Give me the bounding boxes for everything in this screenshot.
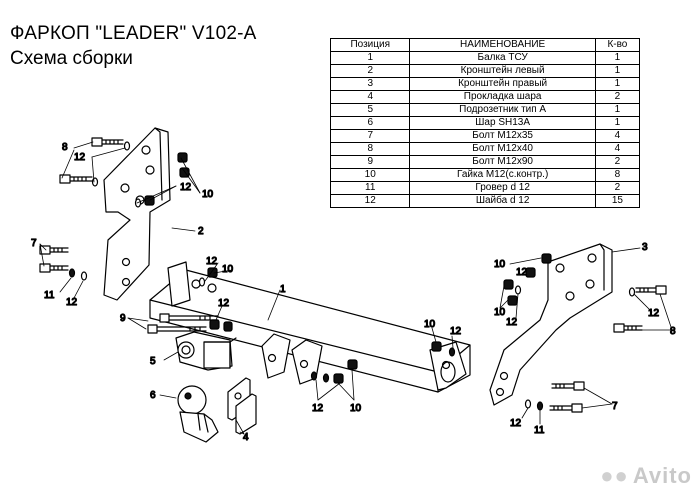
bolt-9-upper: [159, 313, 219, 323]
right-bracket: [489, 243, 613, 406]
washer-upper: [123, 141, 131, 151]
washer-right-lower: [524, 399, 532, 409]
bolt-7-left-upper: [39, 245, 69, 255]
callout-12: 12: [516, 267, 528, 278]
drawing-title: ФАРКОП "LEADER" V102-A: [10, 23, 257, 44]
bolt-9-lower: [147, 324, 207, 334]
callout-12: 12: [180, 182, 192, 193]
socket-holder: [175, 331, 237, 371]
callout-12: 12: [510, 418, 522, 429]
left-bracket: [103, 127, 171, 301]
callout-8: 8: [670, 326, 676, 337]
callout-12: 12: [218, 298, 230, 309]
watermark-text: Avito: [632, 463, 692, 488]
callout-12: 12: [312, 403, 324, 414]
cell-qty: 15: [594, 194, 641, 208]
callout-12: 12: [206, 256, 218, 267]
callout-1: 1: [280, 284, 286, 295]
nuts-under-beam: [310, 341, 456, 384]
ball-pads: [227, 377, 257, 435]
cell-position: 12: [329, 194, 411, 208]
callout-10: 10: [350, 403, 362, 414]
avito-watermark: ●●Avito: [600, 463, 692, 489]
callout-6: 6: [150, 390, 156, 401]
bolt-7-left-lower: [39, 263, 69, 273]
drawing-subtitle: Схема сборки: [10, 48, 133, 69]
callout-11: 11: [534, 425, 545, 436]
callout-4: 4: [243, 432, 249, 443]
bolt-8-right-lower: [613, 323, 643, 333]
callout-10: 10: [494, 307, 506, 318]
main-beam: [149, 261, 471, 393]
grover-right: [536, 401, 544, 411]
callout-9: 9: [120, 313, 126, 324]
callout-labels: 8 12 12 10 2 7 11 12 12 10 1 9 12 5 6 4 …: [30, 141, 676, 443]
callout-2: 2: [198, 226, 204, 237]
callout-3: 3: [642, 242, 648, 253]
callout-12: 12: [450, 326, 462, 337]
washer-right: [628, 287, 636, 297]
callout-10: 10: [494, 259, 506, 270]
grover-left: [68, 268, 76, 278]
nuts-right-bracket: [503, 253, 552, 306]
avito-logo-icon: ●●: [600, 463, 629, 488]
parts-table-header: Позиция НАИМЕНОВАНИЕ К-во: [329, 38, 641, 52]
callout-5: 5: [150, 356, 156, 367]
callout-12: 12: [506, 317, 518, 328]
callout-8: 8: [62, 142, 68, 153]
callout-7: 7: [31, 238, 37, 249]
bolt-8-upper: [91, 137, 124, 147]
leader-lines: [39, 141, 673, 435]
tow-ball: [177, 385, 219, 443]
cell-name: Шайба d 12: [409, 194, 596, 208]
callout-12: 12: [74, 152, 86, 163]
cell-qty: 1: [594, 103, 641, 117]
callout-7: 7: [612, 401, 618, 412]
callout-10: 10: [424, 319, 436, 330]
washer-lower: [91, 177, 99, 187]
callout-11: 11: [44, 290, 55, 301]
bolt-8-lower: [59, 174, 93, 184]
bolt-8-right-upper: [635, 285, 667, 295]
bolt-7-right-upper: [551, 381, 585, 391]
bolt-7-right-lower: [549, 403, 583, 413]
washer-left: [80, 271, 88, 281]
callout-10: 10: [222, 264, 234, 275]
callout-12: 12: [648, 308, 660, 319]
nuts-beam-top: [198, 267, 233, 332]
callout-12: 12: [66, 297, 78, 308]
callout-10: 10: [202, 189, 214, 200]
